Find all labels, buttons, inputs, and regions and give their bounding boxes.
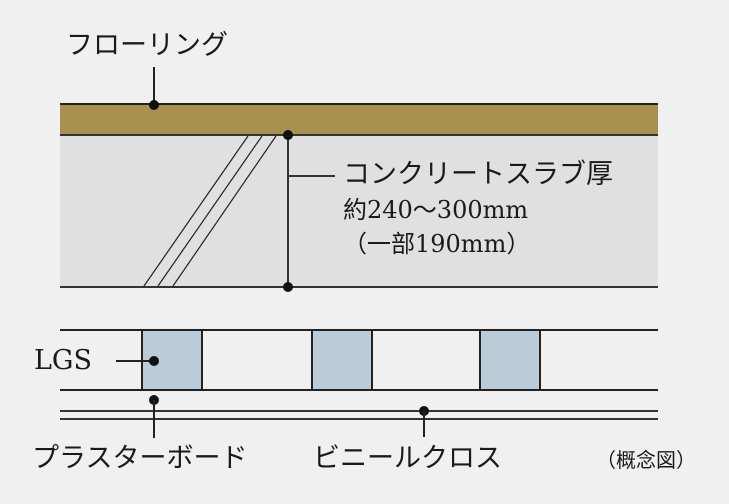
slab-label-line3: （一部190mm） xyxy=(343,230,531,258)
vinyl-cloth-label: ビニールクロス xyxy=(313,443,502,474)
lgs-label: LGS xyxy=(34,345,92,376)
slab-dimension-line xyxy=(283,130,335,292)
vinyl-cloth-leader xyxy=(419,406,429,437)
concrete-slab xyxy=(60,136,658,286)
lgs-stud xyxy=(479,329,541,391)
flooring-label: フローリング xyxy=(66,30,228,61)
conceptual-diagram-note: （概念図） xyxy=(596,448,696,472)
plasterboard-leader xyxy=(149,395,159,438)
slab-label-line1: コンクリートスラブ厚 xyxy=(343,159,613,190)
lgs-stud xyxy=(311,329,373,391)
lgs-leader xyxy=(116,356,159,366)
plasterboard-label: プラスターボード xyxy=(32,443,248,474)
lgs-layer xyxy=(60,329,658,391)
flooring-layer xyxy=(60,104,658,135)
slab-hatch xyxy=(143,135,277,287)
slab-label-line2: 約240〜300mm xyxy=(343,196,529,224)
plasterboard-layer xyxy=(60,410,658,420)
flooring-leader xyxy=(149,67,159,110)
